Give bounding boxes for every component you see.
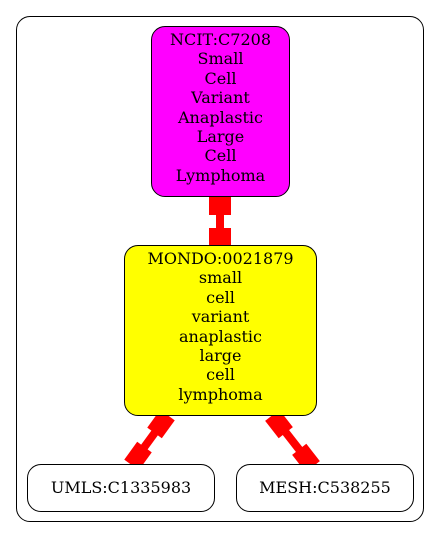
edge-head-bottom [124,441,152,471]
node-label-line: anaplastic [179,326,262,346]
node-label-line: small [198,268,243,288]
edge-head-bottom [209,228,231,246]
node-umls-c1335983[interactable]: UMLS:C1335983 [27,464,215,512]
edge-head-top [265,409,293,439]
node-ncit-c7208[interactable]: NCIT:C7208 Small Cell Variant Anaplastic… [151,26,290,197]
edge-mondo-mesh [265,409,320,473]
node-label-line: Small [197,49,244,69]
node-label-line: NCIT:C7208 [169,30,271,49]
edge-mondo-umls [124,409,175,471]
edge-head-top [209,197,231,215]
node-label-line: Large [196,127,245,147]
node-label-line: Anaplastic [177,107,263,127]
node-label-line: large [199,346,242,366]
edge-ncit-mondo [209,197,231,246]
node-label: MESH:C538255 [259,478,391,497]
node-label-line: lymphoma [178,384,263,404]
node-mesh-c538255[interactable]: MESH:C538255 [236,464,414,512]
node-label-line: Cell [204,146,237,166]
edge-head-top [147,409,175,439]
node-label-line: Lymphoma [175,165,266,185]
node-label-line: variant [191,307,250,327]
node-label-line: cell [206,365,235,385]
graph-frame [16,16,424,522]
node-label: UMLS:C1335983 [50,478,192,497]
node-label-line: Cell [204,68,237,88]
node-label-line: MONDO:0021879 [147,249,294,268]
node-label-line: cell [206,287,235,307]
node-label-line: Variant [191,88,250,108]
node-mondo-0021879[interactable]: MONDO:0021879 small cell variant anaplas… [124,245,317,416]
